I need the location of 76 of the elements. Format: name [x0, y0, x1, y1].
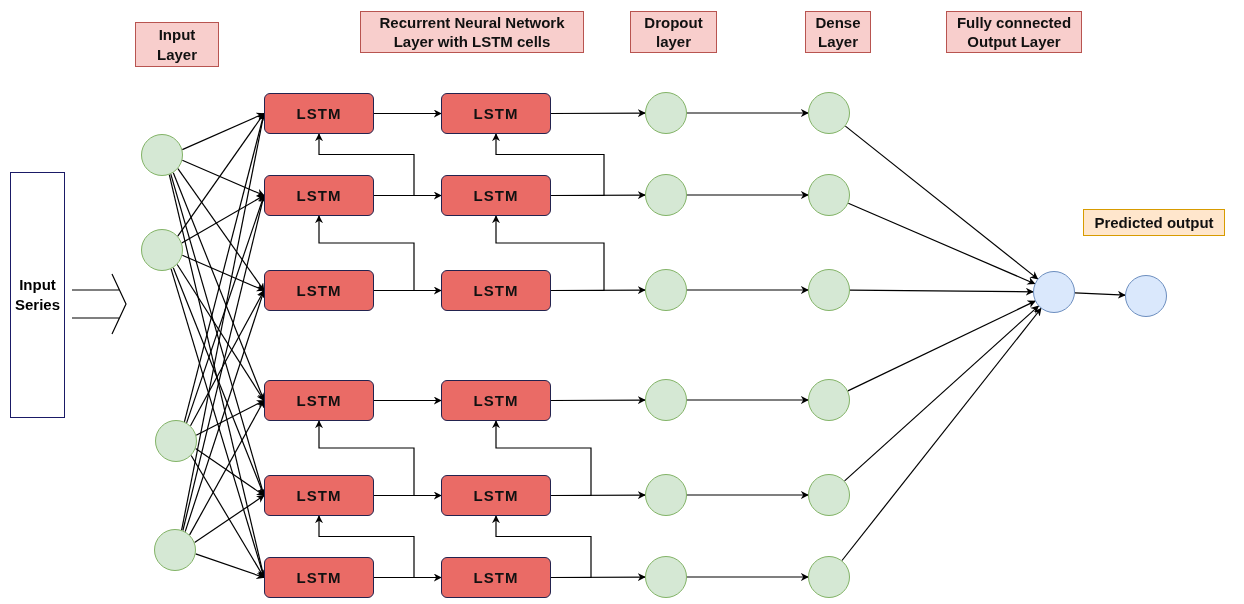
neuron-circle — [645, 92, 687, 134]
arrow — [492, 420, 592, 497]
layer-heading: Recurrent Neural Network Layer with LSTM cells — [360, 11, 584, 53]
arrow — [373, 109, 442, 118]
arrow — [841, 307, 1042, 562]
input-series-box: Input Series — [10, 172, 65, 418]
arrow — [181, 194, 265, 244]
neuron-circle — [808, 92, 850, 134]
arrow — [195, 553, 265, 579]
arrow — [686, 191, 809, 199]
arrow — [177, 112, 265, 237]
lstm-cell: LSTM — [441, 93, 551, 134]
arrow — [181, 159, 265, 197]
lstm-cell: LSTM — [264, 557, 374, 598]
arrow — [315, 133, 415, 197]
lstm-cell: LSTM — [441, 270, 551, 311]
neuron-circle — [141, 134, 183, 176]
arrow — [176, 263, 265, 402]
arrow — [177, 168, 265, 292]
arrow — [373, 396, 442, 405]
arrow — [686, 491, 809, 499]
arrow — [847, 202, 1036, 285]
arrow — [315, 515, 415, 579]
output-heading: Predicted output — [1083, 209, 1225, 236]
arrow — [686, 573, 809, 581]
arrow — [189, 289, 265, 427]
arrow — [181, 112, 265, 151]
arrow — [184, 289, 266, 533]
arrow — [181, 254, 265, 292]
neuron-circle — [645, 174, 687, 216]
arrow — [686, 396, 809, 404]
arrow — [194, 494, 265, 544]
arrow — [550, 396, 646, 405]
lstm-cell: LSTM — [264, 93, 374, 134]
layer-heading: Input Layer — [135, 22, 219, 67]
neuron-circle — [155, 420, 197, 462]
layer-heading: Dropout layer — [630, 11, 717, 53]
lstm-cell: LSTM — [441, 175, 551, 216]
arrow — [686, 286, 809, 294]
arrow — [315, 215, 415, 292]
arrow — [844, 125, 1039, 280]
arrow — [849, 287, 1034, 296]
neuron-circle — [141, 229, 183, 271]
lstm-cell: LSTM — [264, 380, 374, 421]
neuron-circle — [645, 556, 687, 598]
neuron-circle — [1125, 275, 1167, 317]
neuron-circle — [808, 379, 850, 421]
arrow — [550, 109, 646, 118]
layer-heading: Fully connected Output Layer — [946, 11, 1082, 53]
neuron-circle — [1033, 271, 1075, 313]
lstm-cell: LSTM — [441, 557, 551, 598]
lstm-cell: LSTM — [441, 380, 551, 421]
neuron-circle — [808, 174, 850, 216]
arrow — [492, 515, 592, 579]
neuron-circle — [808, 269, 850, 311]
arrow — [195, 399, 265, 436]
arrow — [847, 300, 1036, 392]
arrow — [1074, 290, 1126, 299]
arrow — [315, 420, 415, 497]
arrow — [844, 305, 1039, 482]
neuron-circle — [645, 474, 687, 516]
lstm-cell: LSTM — [264, 270, 374, 311]
neuron-circle — [808, 474, 850, 516]
arrow — [686, 109, 809, 117]
neuron-circle — [808, 556, 850, 598]
layer-heading: Dense Layer — [805, 11, 871, 53]
arrow — [189, 399, 265, 536]
lstm-cell: LSTM — [264, 175, 374, 216]
neuron-circle — [154, 529, 196, 571]
neuron-circle — [645, 269, 687, 311]
arrow — [492, 215, 605, 292]
lstm-cell: LSTM — [264, 475, 374, 516]
neuron-circle — [645, 379, 687, 421]
arrow — [195, 447, 265, 497]
lstm-cell: LSTM — [441, 475, 551, 516]
arrow — [492, 133, 605, 197]
